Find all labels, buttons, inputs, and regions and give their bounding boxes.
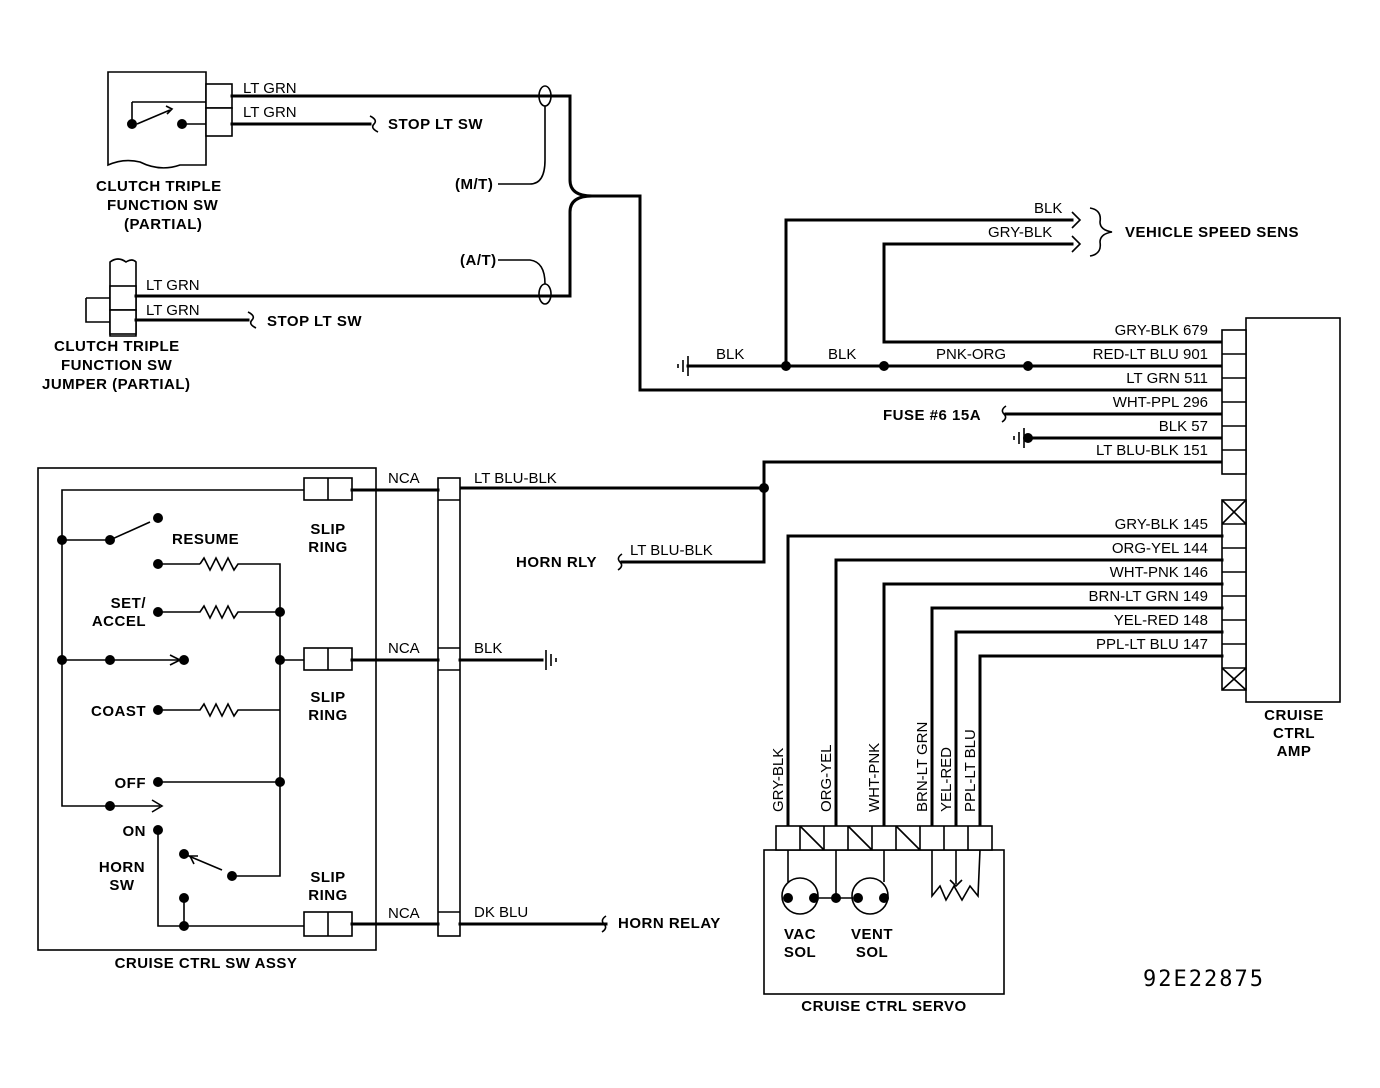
clutch-jumper-label-line1: CLUTCH TRIPLE [54, 338, 180, 355]
servo-wire-label: WHT-PNK [866, 743, 883, 812]
ground-symbol [1013, 428, 1025, 448]
vac-sol-label-line2: SOL [784, 944, 816, 961]
cruise-ctrl-amp [1221, 317, 1341, 703]
vss-brace [1089, 207, 1113, 257]
coast-label: COAST [91, 703, 146, 720]
amp-pin-label: ORG-YEL 144 [1112, 540, 1208, 557]
slip-ring-label-line1: SLIP [310, 521, 345, 538]
slip-ring [303, 911, 353, 937]
servo-wire-label: GRY-BLK [770, 748, 787, 812]
amp-pin-label: YEL-RED 148 [1114, 612, 1208, 629]
horn-sw-label-line1: HORN [99, 859, 145, 876]
amp-pin-label: PPL-LT BLU 147 [1096, 636, 1208, 653]
at-splice-marker [538, 283, 552, 305]
nca-label: NCA [388, 905, 420, 922]
slip-ring [303, 477, 353, 501]
nca-label: NCA [388, 640, 420, 657]
wire-lt-blu-blk-label: LT BLU-BLK [474, 470, 557, 487]
wire-lt-blu-blk-label: LT BLU-BLK [630, 542, 713, 559]
cruise-ctrl-servo-label: CRUISE CTRL SERVO [801, 998, 966, 1015]
horn-relay-label: HORN RELAY [618, 915, 721, 932]
set-accel-label-line2: ACCEL [92, 613, 146, 630]
slip-ring-label-line1: SLIP [310, 689, 345, 706]
resume-label: RESUME [172, 531, 239, 548]
potentiometer-wiper-icon [949, 879, 963, 888]
cruise-switch-internals [57, 489, 304, 931]
vac-sol-label-line1: VAC [784, 926, 816, 943]
on-label: ON [123, 823, 147, 840]
wire-lt-grn-label: LT GRN [243, 104, 297, 121]
wire-pnk-org-label: PNK-ORG [936, 346, 1006, 363]
amp-label-line2: CTRL [1273, 725, 1315, 742]
amp-pin-label: BRN-LT GRN 149 [1089, 588, 1208, 605]
amp-pin-label: LT GRN 511 [1126, 370, 1208, 387]
amp-label-line3: AMP [1277, 743, 1312, 760]
wire-dk-blu-label: DK BLU [474, 904, 528, 921]
nca-label: NCA [388, 470, 420, 487]
amp-pin-label: WHT-PPL 296 [1113, 394, 1208, 411]
clutch-jumper-label-line2: FUNCTION SW [61, 357, 173, 374]
clutch-jumper-label-line3: JUMPER (PARTIAL) [42, 376, 191, 393]
servo-wire-label: PPL-LT BLU [962, 729, 979, 812]
nca-connector [437, 477, 461, 937]
slip-ring-label-line2: RING [308, 887, 348, 904]
amp-label-line1: CRUISE [1264, 707, 1324, 724]
amp-pin-label: GRY-BLK 679 [1115, 322, 1208, 339]
ground-symbol [677, 356, 689, 376]
cruise-ctrl-servo [763, 825, 1005, 995]
clutch-triple-function-switch [107, 71, 233, 169]
slip-ring [303, 647, 353, 671]
amp-pin-label: WHT-PNK 146 [1110, 564, 1208, 581]
vehicle-speed-sens-label: VEHICLE SPEED SENS [1125, 224, 1299, 241]
wire-lt-grn-label: LT GRN [243, 80, 297, 97]
amp-pin-label: LT BLU-BLK 151 [1096, 442, 1208, 459]
slip-ring-label-line2: RING [308, 539, 348, 556]
clutch-jumper-switch [85, 258, 137, 337]
servo-wire-label: ORG-YEL [818, 744, 835, 812]
clutch-sw-label-line1: CLUTCH TRIPLE [96, 178, 222, 195]
servo-wire-label: BRN-LT GRN [914, 722, 931, 812]
ground-symbol [545, 650, 557, 670]
off-label: OFF [115, 775, 147, 792]
wire-blk-label: BLK [1034, 200, 1062, 217]
at-label: (A/T) [460, 252, 497, 269]
horn-rly-label: HORN RLY [516, 554, 597, 571]
wire-blk-label: BLK [716, 346, 744, 363]
diagram-code: 92E22875 [1143, 967, 1265, 992]
wire-blk-label: BLK [474, 640, 502, 657]
wire-gry-blk-label: GRY-BLK [988, 224, 1052, 241]
wire-lt-grn-label: LT GRN [146, 302, 200, 319]
horn-sw-label-line2: SW [109, 877, 135, 894]
wire-blk-label: BLK [828, 346, 856, 363]
stop-lt-sw-label: STOP LT SW [388, 116, 483, 133]
clutch-sw-label-line2: FUNCTION SW [107, 197, 219, 214]
servo-wire-label: YEL-RED [938, 747, 955, 812]
mt-label: (M/T) [455, 176, 493, 193]
set-accel-label-line1: SET/ [111, 595, 147, 612]
cruise-ctrl-sw-assy-label: CRUISE CTRL SW ASSY [115, 955, 298, 972]
slip-ring-label-line2: RING [308, 707, 348, 724]
fuse-label: FUSE #6 15A [883, 407, 981, 424]
slip-ring-label-line1: SLIP [310, 869, 345, 886]
amp-pin-label: RED-LT BLU 901 [1093, 346, 1208, 363]
clutch-sw-label-line3: (PARTIAL) [124, 216, 202, 233]
cruise-ctrl-sw-assy-box [37, 467, 377, 951]
amp-pin-label: GRY-BLK 145 [1115, 516, 1208, 533]
amp-pin-label: BLK 57 [1159, 418, 1208, 435]
wire-lt-grn-label: LT GRN [146, 277, 200, 294]
vent-sol-label-line2: SOL [856, 944, 888, 961]
stop-lt-sw-label: STOP LT SW [267, 313, 362, 330]
vent-sol-label-line1: VENT [851, 926, 893, 943]
